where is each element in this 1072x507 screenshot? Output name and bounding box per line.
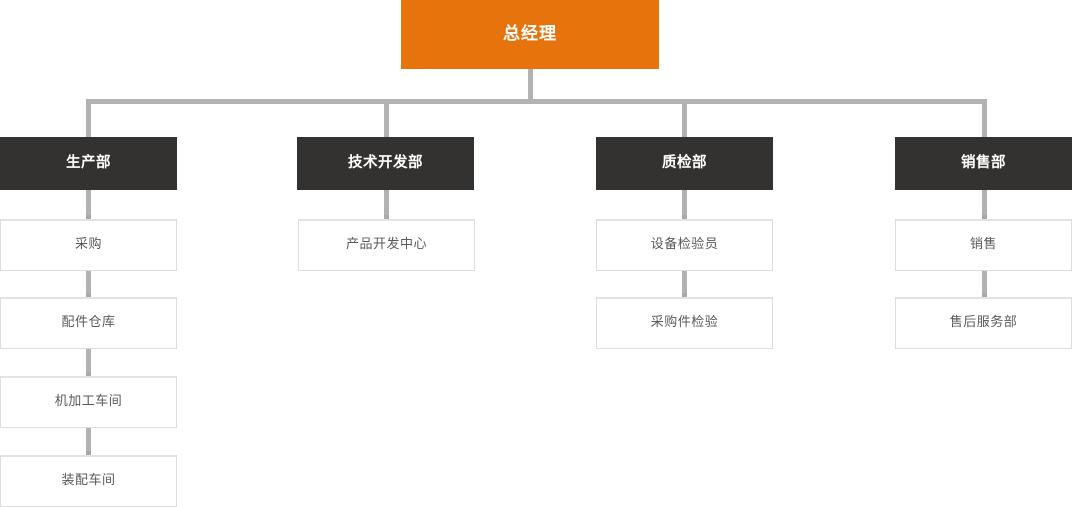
- connector-bus-to-dept-2: [682, 99, 687, 137]
- connector-tip: [384, 215, 389, 219]
- connector-tip: [86, 293, 91, 297]
- connector-tip: [86, 451, 91, 455]
- node-general-manager[interactable]: 总经理: [401, 0, 659, 69]
- connector-tip: [682, 215, 687, 219]
- connector-production-to-unit-2: [86, 349, 91, 376]
- node-unit-equipment-inspector[interactable]: 设备检验员: [596, 219, 773, 271]
- connector-technology-to-unit-0: [384, 190, 389, 219]
- connector-tip: [982, 215, 987, 219]
- node-unit-sales[interactable]: 销售: [895, 219, 1072, 271]
- node-department-production[interactable]: 生产部: [0, 137, 177, 190]
- connector-sales-to-unit-0: [982, 190, 987, 219]
- node-department-quality[interactable]: 质检部: [596, 137, 773, 190]
- node-label: 销售部: [961, 154, 1006, 171]
- node-label: 生产部: [66, 154, 111, 171]
- node-label: 装配车间: [61, 473, 116, 489]
- connector-sales-to-unit-1: [982, 271, 987, 297]
- node-label: 售后服务部: [949, 315, 1018, 331]
- node-unit-purchased-parts-inspection[interactable]: 采购件检验: [596, 297, 773, 349]
- connector-production-to-unit-0: [86, 190, 91, 219]
- connector-root-down: [528, 69, 533, 102]
- connector-horizontal-bus: [86, 99, 987, 104]
- node-label: 质检部: [662, 154, 707, 171]
- connector-tip: [982, 293, 987, 297]
- connector-production-to-unit-3: [86, 428, 91, 455]
- node-unit-after-sales-service[interactable]: 售后服务部: [895, 297, 1072, 349]
- node-department-sales[interactable]: 销售部: [895, 137, 1072, 190]
- node-unit-machining-workshop[interactable]: 机加工车间: [0, 376, 177, 428]
- node-unit-assembly-workshop[interactable]: 装配车间: [0, 455, 177, 507]
- connector-tip: [682, 293, 687, 297]
- node-label: 配件仓库: [61, 315, 116, 331]
- connector-quality-to-unit-1: [682, 271, 687, 297]
- node-label: 机加工车间: [54, 394, 123, 410]
- connector-bus-to-dept-3: [982, 99, 987, 137]
- node-department-technology[interactable]: 技术开发部: [297, 137, 474, 190]
- node-unit-procurement[interactable]: 采购: [0, 219, 177, 271]
- node-label: 产品开发中心: [345, 237, 427, 253]
- node-label: 技术开发部: [348, 154, 423, 171]
- node-label: 设备检验员: [650, 237, 719, 253]
- node-label: 采购: [74, 237, 102, 253]
- connector-quality-to-unit-0: [682, 190, 687, 219]
- connector-tip: [86, 372, 91, 376]
- node-label: 采购件检验: [650, 315, 719, 331]
- node-label: 销售: [969, 237, 997, 253]
- connector-bus-to-dept-1: [384, 99, 389, 137]
- connector-tip: [86, 215, 91, 219]
- connector-bus-to-dept-0: [86, 99, 91, 137]
- node-unit-product-development-center[interactable]: 产品开发中心: [298, 219, 475, 271]
- node-unit-parts-warehouse[interactable]: 配件仓库: [0, 297, 177, 349]
- connector-production-to-unit-1: [86, 271, 91, 297]
- node-label: 总经理: [503, 24, 557, 45]
